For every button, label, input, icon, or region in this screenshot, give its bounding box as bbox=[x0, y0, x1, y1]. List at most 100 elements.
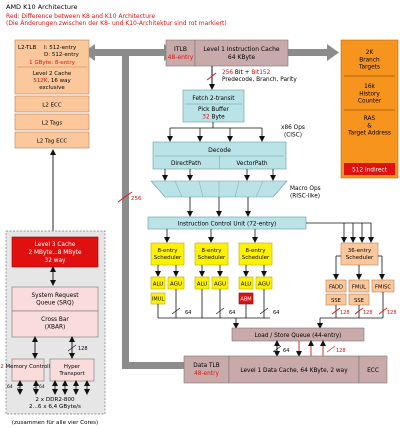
l3-title: Level 3 Cache bbox=[35, 242, 76, 248]
fp-bus-128-1: 128 bbox=[340, 310, 350, 316]
imul: IMUL bbox=[152, 297, 164, 303]
int-units: ALU AGU ALU AGU ALU AGU IMUL ABM bbox=[150, 276, 273, 305]
ht-box bbox=[49, 358, 95, 382]
l2-tag-ecc: L2 Tag ECC bbox=[37, 139, 68, 145]
lsq-l1d-arrows bbox=[274, 340, 326, 357]
alu-2: ALU bbox=[197, 282, 208, 288]
l3-size: 2 MByte...8 MByte bbox=[28, 250, 82, 256]
fetch-title: Fetch 2-transit bbox=[192, 96, 235, 102]
itlb-box bbox=[165, 39, 196, 67]
l2-tlb-i: I: 512-entry bbox=[44, 45, 77, 51]
ecc-box bbox=[358, 355, 388, 384]
l3-way: 32 way bbox=[45, 258, 67, 264]
xbar-box bbox=[11, 310, 99, 338]
lsq-label: Load / Store Queue (44-entry) bbox=[255, 333, 342, 339]
l2-tlb-label: L2-TLB bbox=[18, 45, 36, 51]
int-bus-64-1: 64 bbox=[185, 310, 191, 316]
l2-cache-size: 512K, 16 way bbox=[33, 78, 71, 84]
ht-bus-128: 128 bbox=[78, 346, 88, 352]
agu-1: AGU bbox=[170, 282, 182, 288]
fp-scheduler-box bbox=[340, 242, 379, 266]
dtlb-entries: 48-entry bbox=[194, 371, 219, 377]
mem-bus-64-2: 64 bbox=[39, 384, 45, 390]
l2-column: L2-TLB I: 512-entry D: 512-entry 1 GByte… bbox=[14, 39, 90, 149]
decode-title: Decode bbox=[208, 147, 231, 154]
diagram-subtitle-de: (Die Änderungen zwischen der K8- und K10… bbox=[6, 20, 227, 27]
l1i-size: 64 KByte bbox=[228, 54, 255, 61]
fp-arrows bbox=[333, 255, 385, 280]
pick-buffer-size: 32 Byte bbox=[202, 115, 225, 121]
memctrl-box bbox=[11, 358, 45, 382]
fetch-box bbox=[182, 89, 245, 123]
io-arrows bbox=[17, 380, 90, 395]
sse-1: SSE bbox=[331, 298, 341, 304]
fadd: FADD bbox=[329, 285, 343, 291]
l1-instruction-cache-box bbox=[194, 39, 289, 67]
fp-bus-128-marks bbox=[331, 307, 388, 315]
macro-ops-label: Macro Ops(RISC-like) bbox=[290, 186, 321, 199]
lsq-box bbox=[231, 327, 365, 342]
footer-note: (zusammen für alle vier Cores) bbox=[12, 420, 98, 426]
int-bus-64-3: 64 bbox=[273, 310, 279, 316]
fp-bus-128-2: 128 bbox=[363, 310, 373, 316]
l1d-box bbox=[228, 355, 360, 384]
agu-3: AGU bbox=[258, 282, 270, 288]
xbar-label: Cross Bar(XBAR) bbox=[41, 317, 69, 330]
fmul: FMUL bbox=[352, 285, 366, 291]
fp-units: FADD FMUL FMISC SSE SSE bbox=[325, 279, 395, 306]
bus-256-l2-label: 256 bbox=[131, 196, 142, 202]
sse-2: SSE bbox=[354, 298, 364, 304]
memctrl-label: 2 Memory Controller bbox=[0, 364, 56, 370]
branch-prediction-box bbox=[340, 39, 399, 179]
fetch-decode-arrows bbox=[167, 122, 265, 142]
l2-tlb-1g: 1 GByte: 8-entry bbox=[29, 60, 75, 66]
fmisc: FMISC bbox=[375, 285, 391, 291]
decode-pack-arrows bbox=[162, 169, 276, 181]
dtlb-name: Data TLB bbox=[193, 363, 219, 369]
l2-cache-excl: exclusive bbox=[39, 85, 65, 91]
l2-tlb-d: D: 512-entry bbox=[44, 52, 80, 58]
itlb-entries: 48-entry bbox=[168, 54, 194, 61]
abm: ABM bbox=[240, 297, 251, 303]
lsq-bus-128: 128 bbox=[336, 348, 346, 354]
funnel-icu-arrows bbox=[187, 197, 251, 217]
sched-unit-arrows bbox=[155, 265, 267, 277]
srq-box bbox=[11, 286, 99, 312]
int-bus-lines bbox=[157, 289, 265, 318]
pick-buffer: Pick Buffer bbox=[198, 107, 230, 113]
l1i-name: Level 1 Instruction Cache bbox=[203, 46, 279, 53]
branch-ras: RAS&Target Address bbox=[347, 116, 391, 137]
diagram-subtitle-en: Red: Difference between K8 and K10 Archi… bbox=[6, 13, 155, 20]
l1d-label: Level 1 Data Cache, 64 KByte, 2 way bbox=[240, 368, 348, 374]
int-bus-64-2: 64 bbox=[229, 310, 235, 316]
branch-indirect: 512 indirect bbox=[352, 168, 387, 174]
dtlb-box bbox=[183, 355, 230, 384]
icu-label: Instruction Control Unit (72-entry) bbox=[178, 222, 277, 228]
indirect-branch-box bbox=[344, 163, 395, 175]
fetch-bus-label: 256 Bit + Bit152 bbox=[222, 70, 271, 76]
l2-ecc: L2 ECC bbox=[42, 103, 62, 109]
alu-1: ALU bbox=[153, 282, 164, 288]
lsq-bus-64: 64 bbox=[283, 348, 289, 354]
itlb-name: ITLB bbox=[174, 46, 187, 53]
fetch-bus-desc: Predecode, Branch, Parity bbox=[222, 77, 297, 83]
directpath: DirectPath bbox=[171, 161, 201, 167]
io-bus-marks bbox=[16, 383, 40, 390]
ecc-label: ECC bbox=[367, 368, 379, 374]
icu-scheduler-lines bbox=[164, 222, 374, 243]
x86-ops-label: x86 Ops(CISC) bbox=[281, 125, 305, 138]
l2-cache-title: Level 2 Cache bbox=[33, 71, 72, 77]
agu-2: AGU bbox=[214, 282, 226, 288]
